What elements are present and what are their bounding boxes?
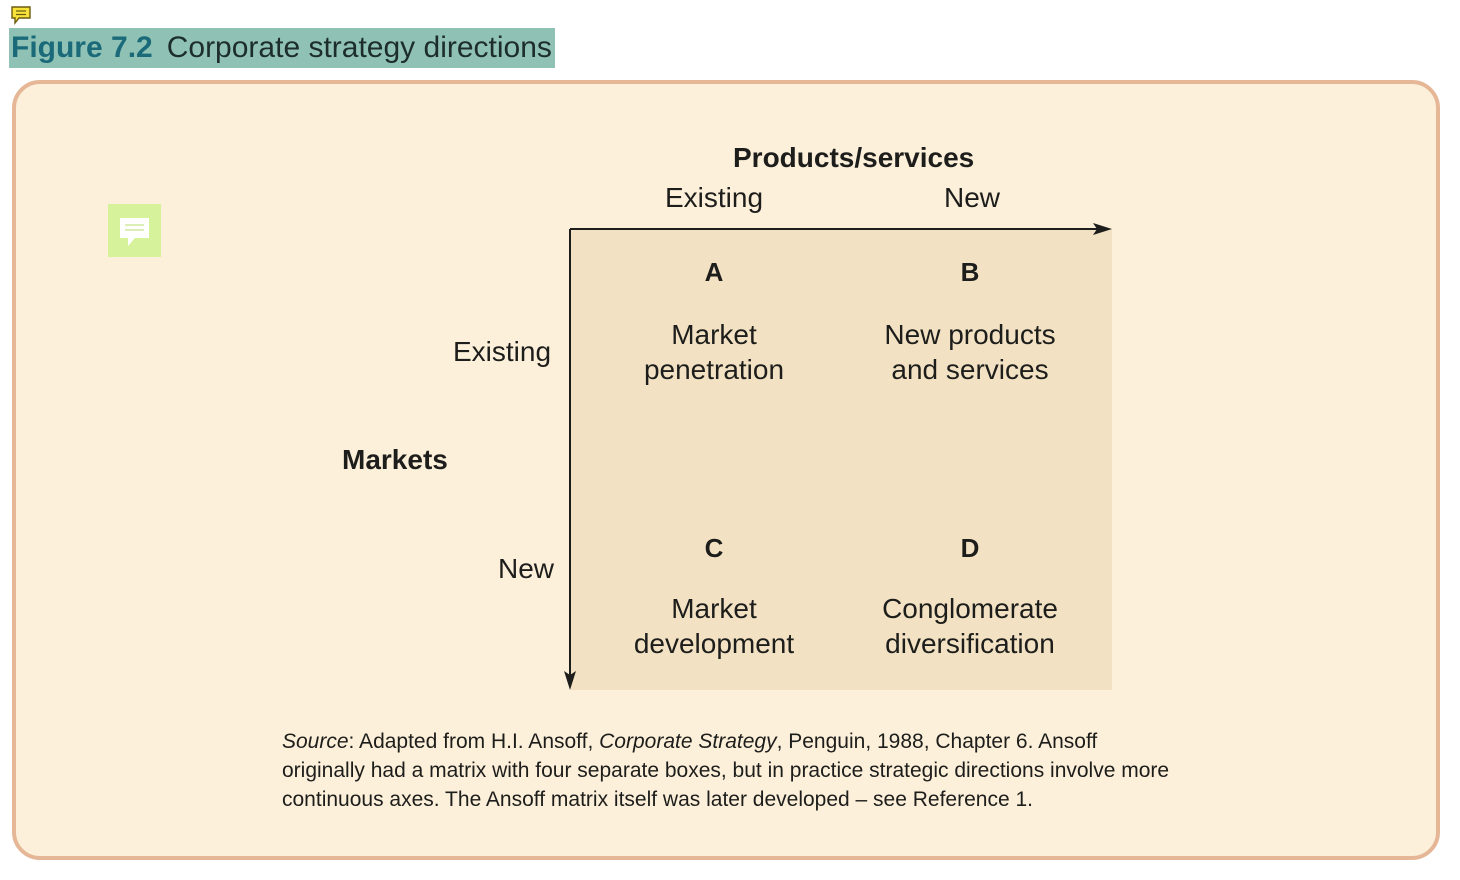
- y-axis-arrowhead: [564, 671, 576, 690]
- cell-d-letter: D: [960, 533, 980, 563]
- y-axis-label-new: New: [498, 553, 555, 584]
- x-axis-title: Products/services: [733, 142, 975, 173]
- source-text-2: , Penguin, 1988, Chapter 6. Ansoff origi…: [282, 730, 1170, 811]
- matrix-area: [571, 229, 1112, 690]
- cell-b-text: New products and services: [884, 319, 1056, 385]
- x-axis-arrowhead: [1093, 223, 1112, 235]
- cell-a-text: Market penetration: [643, 319, 785, 385]
- source-book-title: Corporate Strategy: [599, 730, 777, 753]
- cell-b-letter: B: [960, 257, 980, 287]
- cell-c-letter: C: [704, 533, 724, 563]
- cell-a-letter: A: [704, 257, 724, 287]
- source-text-1: : Adapted from H.I. Ansoff,: [348, 730, 600, 753]
- comment-note-icon[interactable]: [108, 204, 161, 257]
- x-axis-label-existing: Existing: [665, 182, 764, 213]
- cell-c-text: Market development: [633, 593, 795, 659]
- cell-d-text: Conglomerate diversification: [882, 593, 1058, 659]
- y-axis-label-existing: Existing: [453, 336, 552, 367]
- comment-note-icon[interactable]: [10, 5, 32, 25]
- source-note: Source: Adapted from H.I. Ansoff, Corpor…: [282, 727, 1182, 814]
- figure-number: Figure 7.2: [11, 31, 153, 64]
- source-label: Source: [282, 730, 349, 753]
- x-axis-label-new: New: [944, 182, 1001, 213]
- y-axis-title: Markets: [342, 444, 448, 475]
- figure-caption: Corporate strategy directions: [166, 31, 552, 64]
- figure-title: Figure 7.2 Corporate strategy directions: [9, 28, 555, 68]
